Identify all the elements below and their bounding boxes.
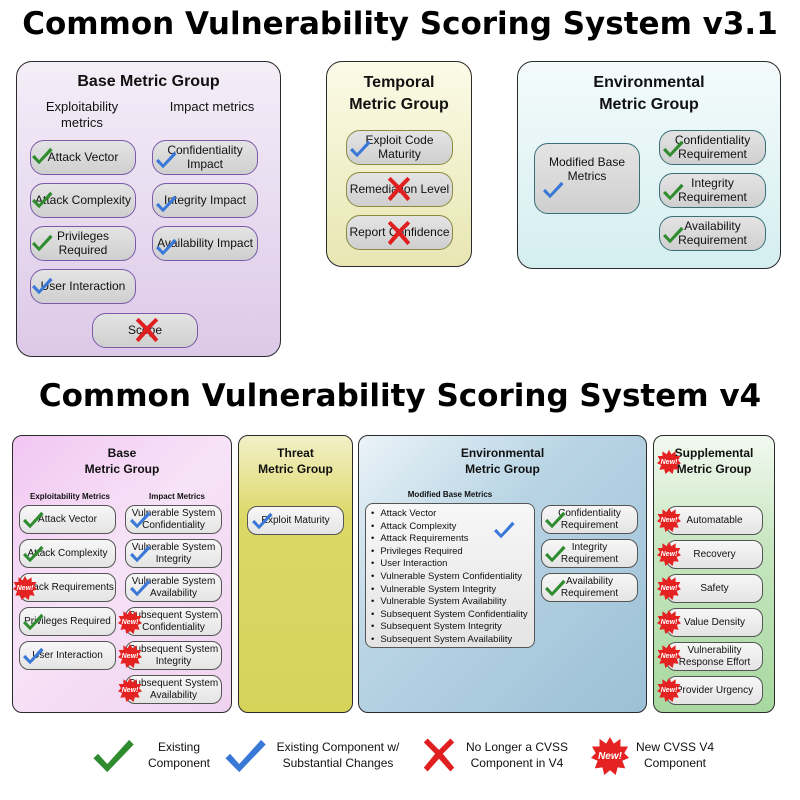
red-new-badge-icon: New!: [118, 678, 142, 702]
blue-check-icon: [222, 736, 268, 776]
v4-subsequent-system-confidentiality: Subsequent System Confidentiality: [125, 607, 222, 636]
v4-availability-requirement: Availability Requirement: [541, 573, 638, 602]
v4-title: Common Vulnerability Scoring System v4: [38, 378, 762, 414]
legend-changed-label: Existing Component w/ Substantial Change…: [276, 740, 400, 770]
new-badge-text: New!: [598, 750, 622, 762]
v4-exploitability-heading: Exploitability Metrics: [29, 492, 111, 501]
red-x-icon: [420, 736, 458, 774]
red-new-badge-icon: New!: [657, 644, 681, 668]
v4-automatable: Automatable: [666, 506, 763, 535]
v4-base-title-line2: Metric Group: [84, 462, 160, 476]
list-item: User Interaction: [371, 558, 528, 571]
v4-privileges-required: Privileges Required: [19, 607, 116, 636]
v4-attack-complexity: Attack Complexity: [19, 539, 116, 568]
list-item: Vulnerable System Confidentiality: [371, 571, 528, 584]
v4-supplemental-title-line2: Metric Group: [676, 462, 752, 476]
v31-exploitability-heading: Exploitability metrics: [45, 99, 119, 130]
list-item: Vulnerable System Availability: [371, 596, 528, 609]
list-item: Subsequent System Confidentiality: [371, 609, 527, 622]
v4-attack-vector: Attack Vector: [19, 505, 116, 534]
v4-user-interaction: User Interaction: [19, 641, 116, 670]
new-badge-text: New!: [660, 584, 678, 592]
new-badge-text: New!: [660, 686, 678, 694]
v31-environmental-title-line2: Metric Group: [599, 96, 699, 113]
v31-temporal-title-line2: Metric Group: [349, 96, 449, 113]
v4-modified-base-metrics-heading: Modified Base Metrics: [407, 490, 493, 499]
v31-report-confidence: Report Confidence: [346, 215, 453, 250]
new-badge-text: New!: [660, 652, 678, 660]
v31-title: Common Vulnerability Scoring System v3.1: [22, 6, 778, 42]
list-item: Subsequent System Availability: [371, 634, 528, 647]
new-badge-text: New!: [660, 618, 678, 626]
v4-provider-urgency: Provider Urgency: [666, 676, 763, 705]
v4-value-density: Value Density: [666, 608, 763, 637]
v31-integrity-requirement: Integrity Requirement: [659, 173, 766, 208]
green-check-icon: [90, 736, 136, 776]
new-badge-text: New!: [660, 458, 678, 466]
v31-user-interaction: User Interaction: [30, 269, 136, 304]
v31-scope: Scope: [92, 313, 198, 348]
list-item: Attack Requirements: [371, 533, 528, 546]
v31-temporal-title-line1: Temporal: [363, 74, 435, 91]
v31-base-title: Base Metric Group: [77, 73, 220, 90]
v4-vulnerable-system-integrity: Vulnerable System Integrity: [125, 539, 222, 568]
v4-environmental-title-line1: Environmental: [460, 446, 545, 460]
legend-new-label: New CVSS V4 Component: [635, 740, 715, 770]
v4-exploit-maturity: Exploit Maturity: [247, 506, 344, 535]
v4-vulnerability-response-effort: Vulnerability Response Effort: [666, 642, 763, 671]
red-new-badge-icon: New!: [118, 644, 142, 668]
new-badge-text: New!: [660, 516, 678, 524]
new-badge-text: New!: [121, 618, 139, 626]
v31-attack-complexity: Attack Complexity: [30, 183, 136, 218]
v31-privileges-required: Privileges Required: [30, 226, 136, 261]
red-new-badge-icon: New!: [657, 678, 681, 702]
red-new-badge-icon: New!: [657, 542, 681, 566]
v4-environmental-title-line2: Metric Group: [465, 462, 540, 476]
v31-integrity-impact: Integrity Impact: [152, 183, 258, 218]
v4-threat-title-line2: Metric Group: [258, 462, 333, 476]
v4-subsequent-system-integrity: Subsequent System Integrity: [125, 641, 222, 670]
new-badge-text: New!: [121, 686, 139, 694]
v4-base-title-line1: Base: [107, 446, 137, 460]
legend-removed-label: No Longer a CVSS Component in V4: [465, 740, 569, 770]
v4-vulnerable-system-availability: Vulnerable System Availability: [125, 573, 222, 602]
v31-confidentiality-requirement: Confidentiality Requirement: [659, 130, 766, 165]
v4-threat-title-line1: Threat: [277, 446, 314, 460]
new-badge-text: New!: [121, 652, 139, 660]
red-new-badge-icon: New!: [118, 610, 142, 634]
v31-environmental-title-line1: Environmental: [593, 74, 705, 91]
list-item: Subsequent System Integrity: [371, 621, 528, 634]
v4-impact-heading: Impact Metrics: [148, 492, 206, 501]
list-item: Privileges Required: [371, 546, 528, 559]
v4-confidentiality-requirement: Confidentiality Requirement: [541, 505, 638, 534]
v4-recovery: Recovery: [666, 540, 763, 569]
v4-subsequent-system-availability: Subsequent System Availability: [125, 675, 222, 704]
list-item: Attack Complexity: [371, 521, 528, 534]
v4-vulnerable-system-confidentiality: Vulnerable System Confidentiality: [125, 505, 222, 534]
red-new-badge-icon: New!: [657, 450, 681, 474]
v31-availability-requirement: Availability Requirement: [659, 216, 766, 251]
red-new-badge-icon: New!: [657, 576, 681, 600]
v31-attack-vector: Attack Vector: [30, 140, 136, 175]
v31-exploit-code-maturity: Exploit Code Maturity: [346, 130, 453, 165]
v31-impact-heading: Impact metrics: [169, 99, 255, 114]
new-badge-text: New!: [16, 584, 34, 592]
list-item: Attack Vector: [371, 508, 528, 521]
list-item: Vulnerable System Integrity: [371, 584, 528, 597]
v31-confidentiality-impact: Confidentiality Impact: [152, 140, 258, 175]
v31-remediation-level: Remediation Level: [346, 172, 453, 207]
v4-modified-base-metrics-list: Attack Vector Attack Complexity Attack R…: [371, 508, 528, 647]
v31-modified-base-metrics: Modified Base Metrics: [534, 143, 640, 214]
new-badge-text: New!: [660, 550, 678, 558]
v31-availability-impact: Availability Impact: [152, 226, 258, 261]
v4-threat-metric-group: Threat Metric Group: [238, 435, 353, 713]
red-new-badge-icon: New!: [657, 508, 681, 532]
v4-integrity-requirement: Integrity Requirement: [541, 539, 638, 568]
red-new-badge-icon: New!: [13, 576, 37, 600]
red-new-badge-icon: New!: [657, 610, 681, 634]
red-new-badge-icon: New!: [591, 737, 629, 775]
v4-supplemental-title-line1: Supplemental: [674, 446, 754, 460]
legend-existing-label: Existing Component: [147, 740, 211, 770]
